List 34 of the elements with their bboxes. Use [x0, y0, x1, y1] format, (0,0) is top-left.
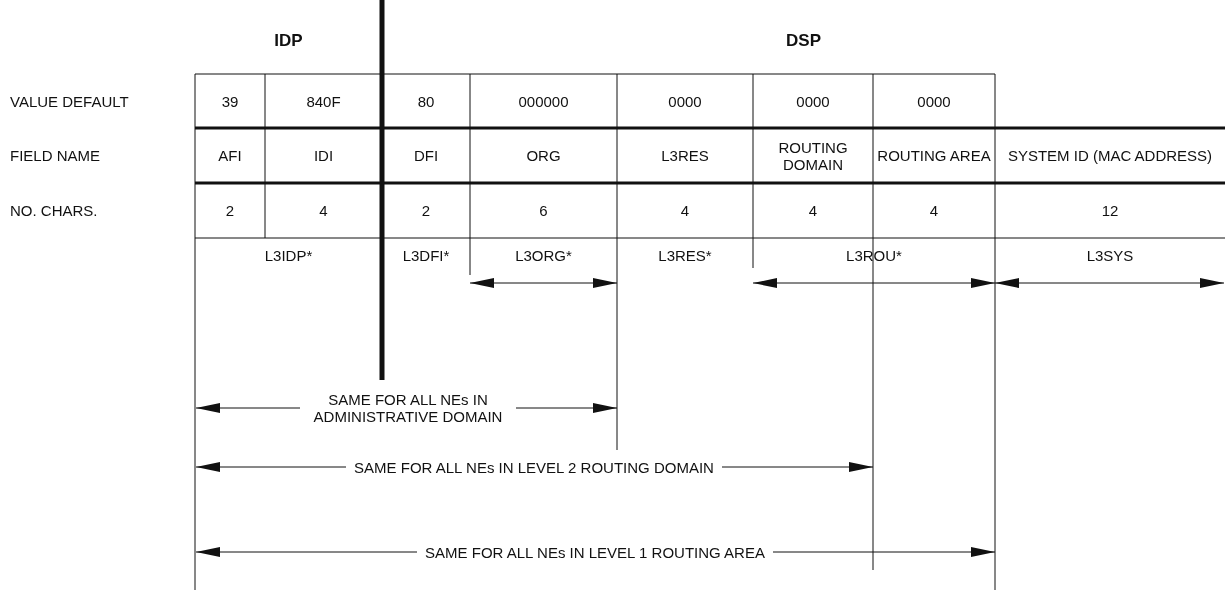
table-value: 4	[808, 202, 818, 219]
table-value: 12	[1101, 202, 1119, 219]
table-value: 2	[225, 202, 235, 219]
table-value: 4	[319, 202, 328, 219]
field-name: ORG	[526, 147, 561, 164]
field-name: IDI	[313, 147, 334, 164]
parameter-name: L3DFI*	[402, 246, 450, 264]
parameter-name: L3ROU*	[846, 246, 902, 264]
field-name: DFI	[413, 147, 439, 164]
column-header: IDP	[274, 31, 303, 49]
parameter-name: L3RES*	[658, 246, 712, 264]
table-value: 4	[929, 202, 939, 219]
field-name: L3RES	[661, 147, 709, 164]
row-label: FIELD NAME	[10, 147, 100, 164]
parameter-name: L3SYS	[1086, 246, 1134, 264]
table-value: 840F	[306, 92, 341, 110]
field-name: ROUTING AREA	[877, 147, 991, 164]
field-name: ROUTING DOMAIN	[777, 138, 849, 173]
row-label: NO. CHARS.	[10, 202, 98, 219]
field-name: AFI	[218, 147, 242, 164]
table-value: 4	[680, 202, 690, 219]
parameter-name: L3ORG*	[515, 246, 572, 264]
column-header: DSP	[786, 31, 821, 49]
table-value: 39	[221, 92, 239, 110]
parameter-name: L3IDP*	[264, 246, 313, 264]
table-value: 2	[421, 202, 431, 219]
row-label: VALUE DEFAULT	[10, 92, 129, 110]
field-name: SYSTEM ID (MAC ADDRESS)	[1007, 147, 1213, 164]
table-value: 0000	[668, 92, 702, 110]
table-value: 0000	[796, 92, 830, 110]
table-value: 000000	[518, 92, 569, 110]
table-value: 6	[539, 202, 548, 219]
table-value: 80	[417, 92, 435, 110]
table-value: 0000	[917, 92, 951, 110]
